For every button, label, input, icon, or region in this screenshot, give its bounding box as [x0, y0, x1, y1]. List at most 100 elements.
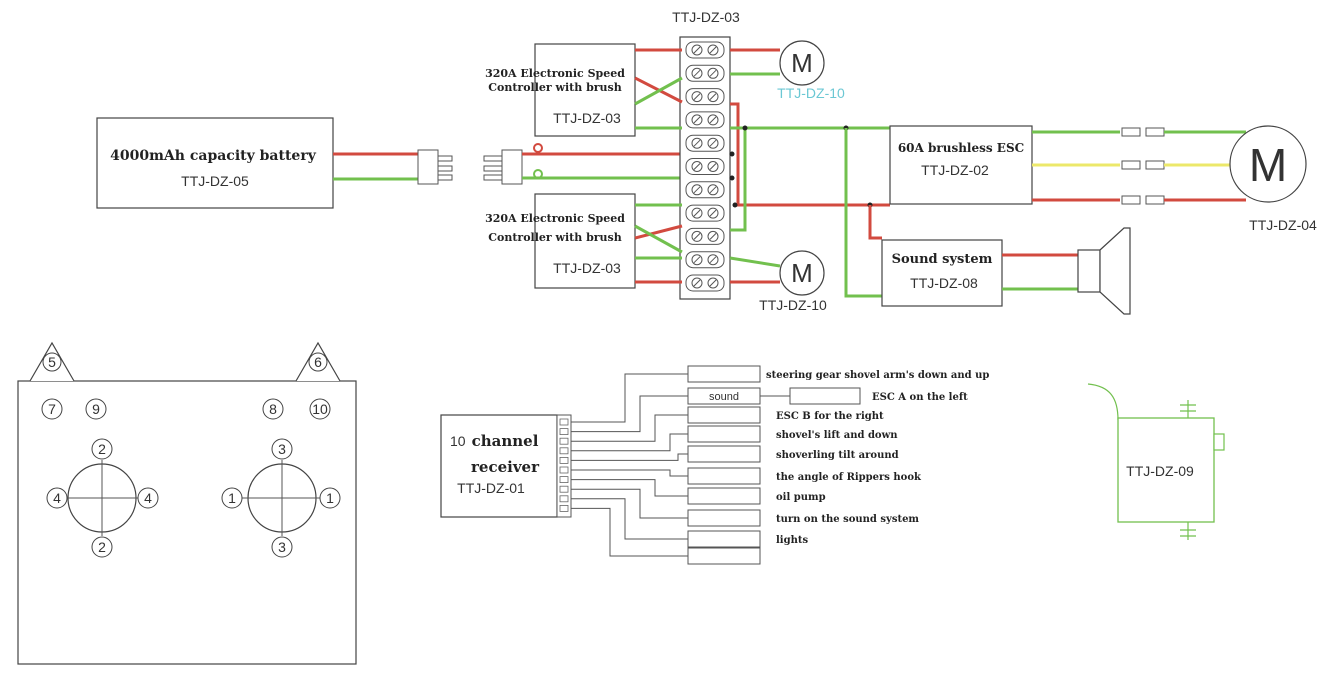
battery-plug: [417, 149, 453, 185]
receiver-pin: [559, 447, 569, 455]
esc-bottom-line1: 320A Electronic Speed: [485, 212, 625, 225]
left-stick: 2 2 4 4: [46, 438, 159, 558]
motor-bottom-symbol: M: [791, 258, 813, 288]
svg-text:6: 6: [314, 354, 322, 370]
channel-row: the angle of Rippers hook: [687, 467, 922, 485]
receiver-pin: [559, 418, 569, 426]
battery-title: 4000mAh capacity battery: [110, 148, 317, 164]
channel-port: [687, 547, 761, 565]
shoulder-button-5: [29, 341, 75, 382]
button-7: 7: [41, 398, 63, 420]
channel-label: lights: [776, 535, 808, 546]
svg-text:8: 8: [269, 401, 277, 417]
receiver-pin: [559, 437, 569, 445]
button-8: 8: [262, 398, 284, 420]
channel-port: [687, 509, 761, 527]
receiver-pin: [559, 456, 569, 464]
channel-row: shovel's lift and down: [687, 425, 898, 443]
receiver-line1: channel: [472, 432, 539, 450]
channel-row: steering gear shovel arm's down and up: [687, 365, 989, 383]
receiver-pin: [559, 504, 569, 512]
terminal: [685, 88, 725, 106]
svg-text:7: 7: [48, 401, 56, 417]
channel-wire: [571, 479, 688, 497]
svg-text:4: 4: [144, 490, 152, 506]
servo: TTJ-DZ-09: [1087, 383, 1225, 540]
channel-wire: [571, 469, 688, 477]
receiver-pin: [559, 485, 569, 493]
speaker-icon: [1077, 227, 1131, 315]
svg-text:5: 5: [48, 354, 56, 370]
channel-wire: [571, 498, 688, 540]
channel-list: steering gear shovel arm's down and up so…: [687, 365, 989, 565]
svg-text:2: 2: [98, 539, 106, 555]
terminal: [685, 64, 725, 82]
receiver-pin: [559, 466, 569, 474]
terminal: [685, 227, 725, 245]
terminal: [685, 274, 725, 292]
motor-bottom-code: TTJ-DZ-10: [759, 297, 827, 313]
servo-code: TTJ-DZ-09: [1126, 463, 1194, 479]
receiver-channel-count: 10: [450, 433, 466, 449]
sound-system-title: Sound system: [892, 252, 993, 267]
svg-text:1: 1: [326, 490, 334, 506]
channel-port: [687, 365, 761, 383]
receiver-code: TTJ-DZ-01: [457, 480, 525, 496]
svg-text:3: 3: [278, 441, 286, 457]
inline-plug: [483, 149, 523, 185]
channel-label: shoverling tilt around: [776, 450, 899, 461]
channel-label: shovel's lift and down: [776, 430, 898, 441]
terminal: [685, 41, 725, 59]
terminal: [685, 134, 725, 152]
channel-wire: [571, 433, 688, 452]
channel-wire: [571, 507, 688, 557]
battery: 4000mAh capacity battery TTJ-DZ-05: [96, 117, 334, 209]
receiver-line2: receiver: [471, 458, 540, 476]
channel-label: turn on the sound system: [776, 514, 919, 525]
channel-wire: [571, 414, 688, 442]
svg-text:2: 2: [98, 441, 106, 457]
channel-wire: [571, 453, 688, 461]
svg-text:10: 10: [312, 401, 328, 417]
esc-top: 320A Electronic Speed Controller with br…: [485, 43, 636, 137]
svg-text:3: 3: [278, 539, 286, 555]
brushless-motor-symbol: M: [1249, 139, 1287, 191]
channel-port-label: sound: [709, 391, 739, 403]
channel-row: shoverling tilt around: [687, 445, 899, 463]
motor-top: M TTJ-DZ-10: [777, 40, 845, 101]
channel-label: oil pump: [776, 492, 826, 503]
channel-row: [687, 547, 761, 565]
channel-port: [687, 425, 761, 443]
transmitter: 5 6 7 9 8 10 2 2 4 4 3 3 1 1: [17, 341, 357, 665]
brushless-esc-title: 60A brushless ESC: [898, 141, 1024, 155]
shoulder-button-6: [295, 341, 341, 382]
motor-bottom: M TTJ-DZ-10: [759, 250, 827, 313]
brushless-motor-code: TTJ-DZ-04: [1249, 217, 1317, 233]
button-10: 10: [309, 398, 331, 420]
terminal-block: TTJ-DZ-03: [672, 9, 740, 300]
battery-code: TTJ-DZ-05: [181, 173, 249, 189]
terminal: [685, 158, 725, 175]
esc-top-line2: Controller with brush: [488, 81, 622, 94]
svg-text:1: 1: [228, 490, 236, 506]
esc-top-line1: 320A Electronic Speed: [485, 67, 625, 80]
motor-top-symbol: M: [791, 48, 813, 78]
channel-label: ESC A on the left: [872, 392, 968, 403]
channel-wires: [571, 373, 688, 557]
right-stick: 3 3 1 1: [221, 438, 341, 558]
svg-text:4: 4: [53, 490, 61, 506]
channel-label: ESC B for the right: [776, 411, 884, 422]
channel-port: [687, 406, 761, 424]
channel-port: [687, 530, 761, 548]
receiver-pin: [559, 495, 569, 503]
terminal-block-code: TTJ-DZ-03: [672, 9, 740, 25]
channel-port: [687, 445, 761, 463]
channel-port: [687, 467, 761, 485]
channel-label: steering gear shovel arm's down and up: [766, 370, 989, 381]
channel-port: [687, 487, 761, 505]
terminal: [685, 251, 725, 269]
channel-row: sound ESC A on the left: [687, 387, 968, 405]
receiver-pin: [559, 476, 569, 484]
receiver: 10 channel receiver TTJ-DZ-01: [440, 414, 572, 518]
esc-bottom: 320A Electronic Speed Controller with br…: [485, 193, 636, 289]
